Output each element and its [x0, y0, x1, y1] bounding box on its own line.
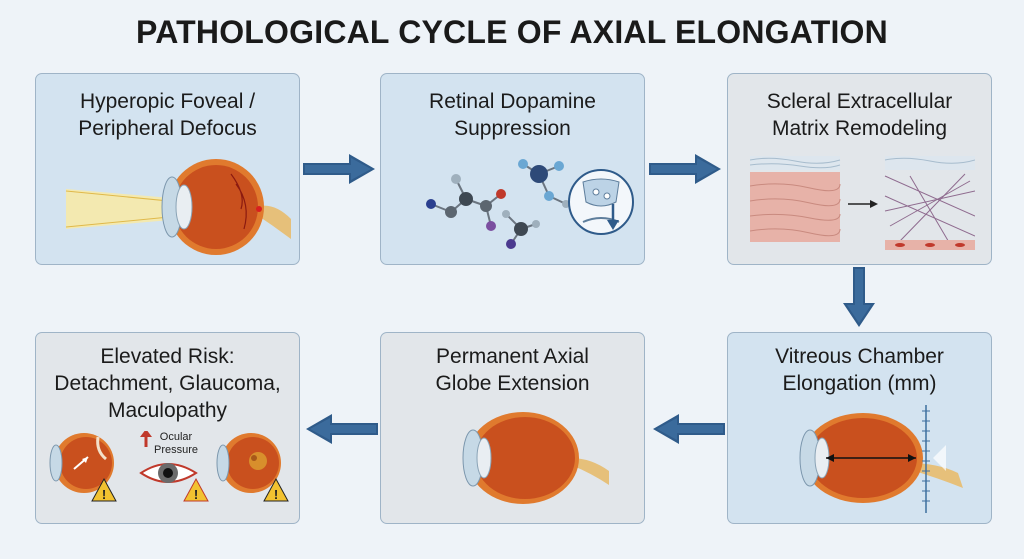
elongated-eye-illustration: [799, 405, 963, 513]
warning-icon: !: [263, 477, 289, 502]
step-label-line: Vitreous Chamber: [775, 345, 944, 368]
arrow-left-icon: [653, 414, 725, 444]
extended-eye-illustration: [462, 412, 609, 504]
dopamine-molecules-illustration: [426, 159, 634, 249]
step-label-line: Retinal Dopamine: [429, 90, 596, 113]
scleral-tissue-illustration: [750, 156, 975, 250]
ocular-pressure-label: Pressure: [154, 444, 198, 456]
arrow-up-icon: [140, 431, 152, 447]
step-label-line: Suppression: [454, 117, 571, 140]
arrow-right-icon: [303, 154, 375, 184]
step-label-line: Globe Extension: [435, 372, 590, 395]
step-label: Vitreous Chamber Elongation (mm): [728, 343, 991, 397]
step-label: Hyperopic Foveal / Peripheral Defocus: [36, 88, 299, 142]
step-label-line: Hyperopic Foveal /: [79, 90, 256, 113]
step-label: Retinal Dopamine Suppression: [381, 88, 644, 142]
step-label-line: Maculopathy: [107, 399, 228, 422]
arrow-right-icon: [649, 154, 721, 184]
step-label: Scleral Extracellular Matrix Remodeling: [728, 88, 991, 142]
step-box-scleral-remodeling: Scleral Extracellular Matrix Remodeling: [727, 73, 992, 265]
step-label: Permanent Axial Globe Extension: [381, 343, 644, 397]
risk-illustrations: ! Ocular Pressure ! !: [49, 431, 289, 502]
step-label-line: Matrix Remodeling: [771, 117, 948, 140]
step-label-line: Elongation (mm): [782, 372, 937, 395]
eye-defocus-illustration: [66, 159, 291, 255]
step-label-line: Detachment, Glaucoma,: [54, 372, 281, 395]
svg-text:!: !: [102, 487, 106, 502]
step-box-elevated-risk: Elevated Risk: Detachment, Glaucoma, Mac…: [35, 332, 300, 524]
step-label-line: Peripheral Defocus: [78, 117, 257, 140]
svg-text:!: !: [194, 487, 198, 502]
step-box-axial-globe-extension: Permanent Axial Globe Extension: [380, 332, 645, 524]
maculopathy-eye-icon: [216, 433, 281, 493]
arrow-down-icon: [843, 267, 875, 327]
step-label-line: Scleral Extracellular: [766, 90, 953, 113]
step-label-line: Elevated Risk:: [100, 345, 235, 368]
ocular-pressure-label: Ocular: [160, 431, 193, 443]
page-title: PATHOLOGICAL CYCLE OF AXIAL ELONGATION: [136, 14, 888, 50]
eye-icon: [139, 463, 198, 483]
step-box-vitreous-elongation: Vitreous Chamber Elongation (mm): [727, 332, 992, 524]
warning-icon: !: [183, 477, 209, 502]
warning-icon: !: [91, 477, 117, 502]
svg-text:!: !: [274, 487, 278, 502]
step-box-dopamine-suppression: Retinal Dopamine Suppression: [380, 73, 645, 265]
detachment-eye-icon: [49, 433, 114, 493]
arrow-left-icon: [306, 414, 378, 444]
step-label: Elevated Risk: Detachment, Glaucoma, Mac…: [36, 343, 299, 424]
step-box-hyperopic-defocus: Hyperopic Foveal / Peripheral Defocus: [35, 73, 300, 265]
step-label-line: Permanent Axial: [436, 345, 589, 368]
